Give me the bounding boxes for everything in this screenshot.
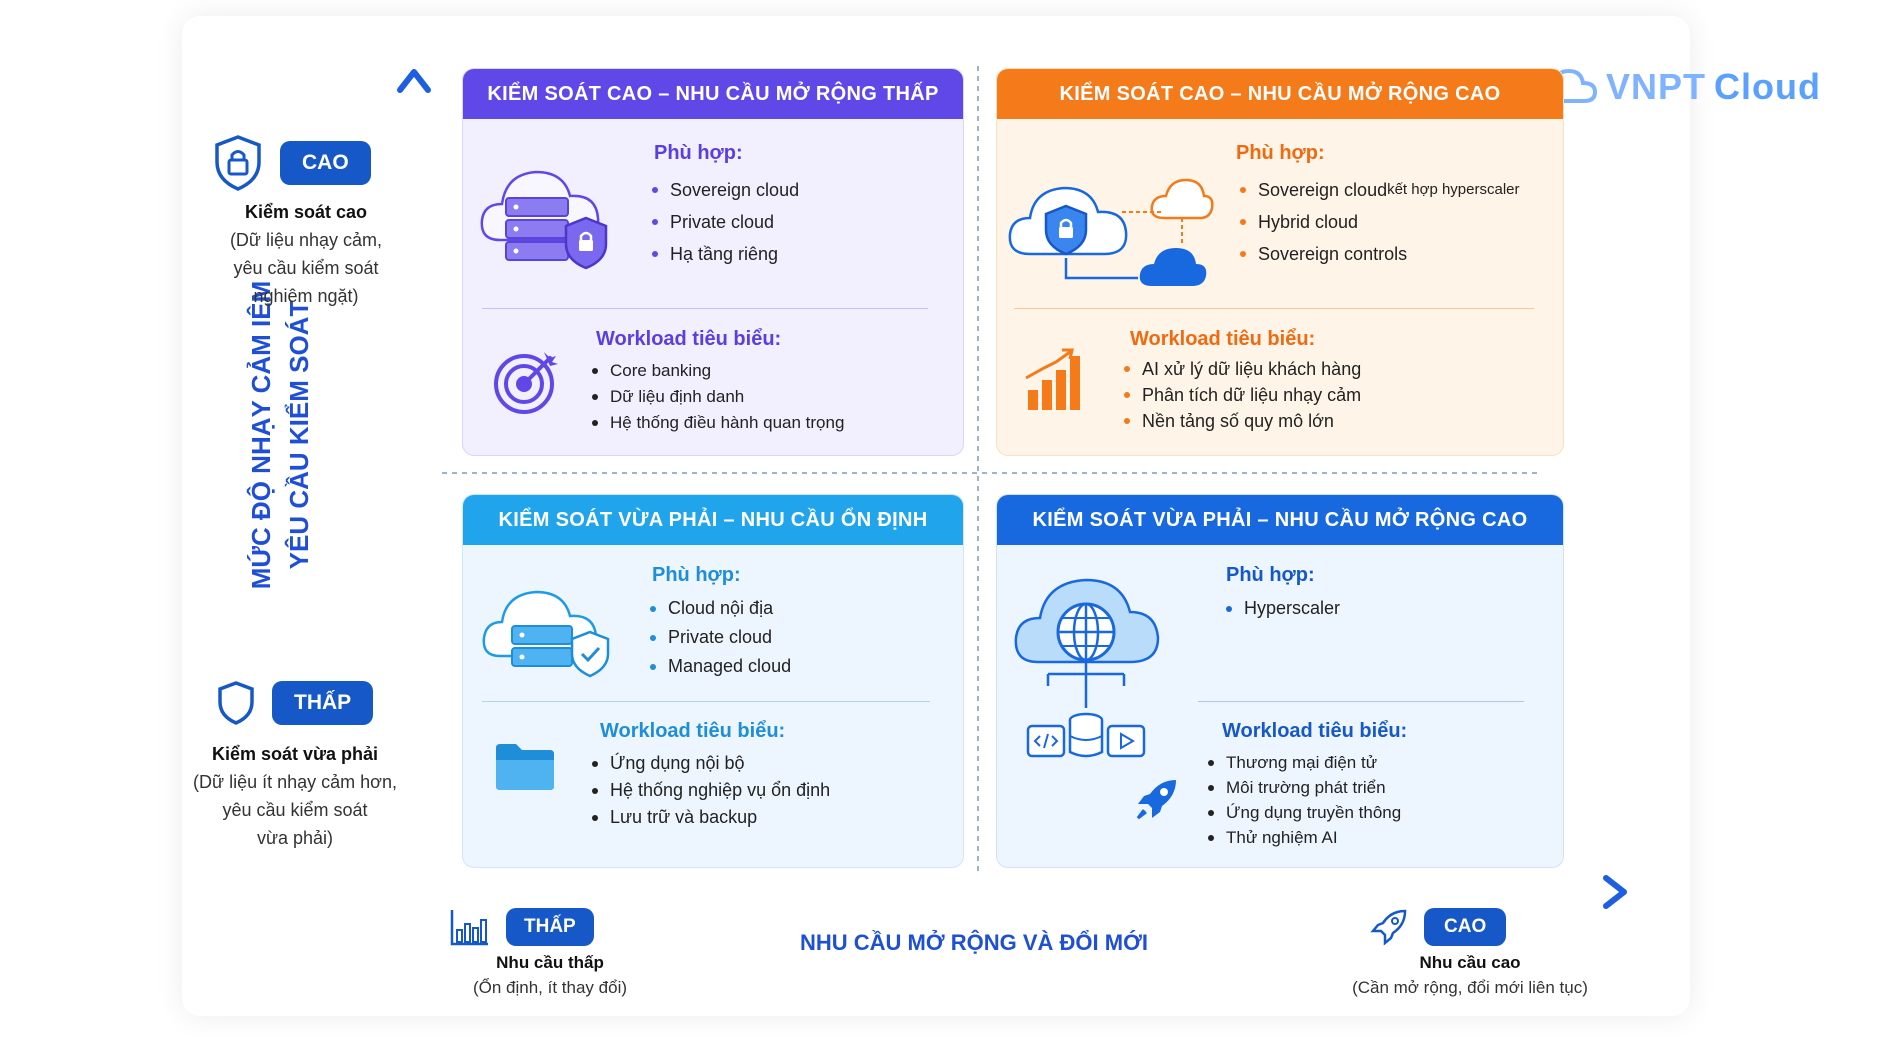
q4-divider bbox=[1198, 701, 1524, 702]
y-high-level: CAO bbox=[212, 134, 371, 192]
x-high-level: CAO bbox=[1370, 908, 1507, 946]
q2-fit-item: Hybrid cloud bbox=[1240, 206, 1520, 238]
bar-chart-growth-icon bbox=[1025, 348, 1080, 410]
y-low-pill: THẤP bbox=[272, 681, 374, 725]
q1-fit-item: Private cloud bbox=[652, 206, 799, 238]
x-axis-title: NHU CẦU MỞ RỘNG VÀ ĐỔI MỚI bbox=[800, 930, 1148, 955]
q3-fit-item: Private cloud bbox=[650, 623, 791, 652]
q1-workload-item: Hệ thống điều hành quan trọng bbox=[592, 410, 844, 436]
x-axis-arrow bbox=[1603, 875, 1627, 909]
quadrant-moderate-control-stable: KIỂM SOÁT VỪA PHẢI – NHU CẦU ỔN ĐỊNH bbox=[462, 494, 964, 868]
q4-workload-item: Thương mại điện tử bbox=[1208, 750, 1401, 775]
rocket-outline-icon bbox=[1370, 909, 1407, 946]
q2-header: KIỂM SOÁT CAO – NHU CẦU MỞ RỘNG CAO bbox=[997, 69, 1563, 119]
folder-icon bbox=[496, 744, 554, 790]
q4-fit-title: Phù hợp: bbox=[1226, 564, 1315, 586]
cloud-server-shield-icon bbox=[482, 590, 610, 678]
bar-chart-icon bbox=[450, 910, 488, 946]
q3-header: KIỂM SOÁT VỪA PHẢI – NHU CẦU ỔN ĐỊNH bbox=[463, 495, 963, 545]
q1-divider bbox=[482, 308, 928, 309]
y-high-text: Kiểm soát cao (Dữ liệu nhạy cảm, yêu cầu… bbox=[206, 198, 406, 310]
q3-workload-item: Lưu trữ và backup bbox=[592, 804, 830, 831]
x-high-desc: (Cần mở rộng, đổi mới liên tục) bbox=[1352, 978, 1588, 997]
y-axis-title-line2: YÊU CẦU KIỂM SOÁT bbox=[284, 300, 314, 570]
q2-workload-list: AI xử lý dữ liệu khách hàng Phân tích dữ… bbox=[1124, 356, 1361, 434]
y-low-desc1: (Dữ liệu ít nhạy cảm hơn, bbox=[193, 772, 397, 792]
y-high-desc1: (Dữ liệu nhạy cảm, bbox=[229, 230, 383, 250]
q3-divider bbox=[482, 701, 930, 702]
q3-fit-item: Managed cloud bbox=[650, 652, 791, 681]
q1-workload-item: Dữ liệu định danh bbox=[592, 384, 844, 410]
q3-workload-item: Ứng dụng nội bộ bbox=[592, 750, 830, 777]
q3-fit-title: Phù hợp: bbox=[652, 564, 741, 586]
q2-fit-item: Sovereign cloud kết hợp hyperscaler bbox=[1240, 174, 1520, 206]
q4-fit-item: Hyperscaler bbox=[1226, 594, 1340, 623]
q1-workload-title: Workload tiêu biểu: bbox=[596, 328, 782, 350]
q3-workload-item: Hệ thống nghiệp vụ ổn định bbox=[592, 777, 830, 804]
server-cloud-lock-icon bbox=[480, 170, 608, 270]
rocket-icon bbox=[1136, 780, 1176, 820]
x-high-title: Nhu cầu cao bbox=[1419, 953, 1521, 972]
q1-fit-item: Hạ tầng riêng bbox=[652, 238, 799, 270]
x-low-title: Nhu cầu thấp bbox=[496, 953, 604, 972]
cloud-network-icon bbox=[1014, 578, 1160, 758]
y-low-desc2: yêu cầu kiểm soát bbox=[222, 800, 368, 820]
x-low-level: THẤP bbox=[450, 908, 594, 946]
q1-workload-list: Core banking Dữ liệu định danh Hệ thống … bbox=[592, 358, 844, 436]
q4-workload-list: Thương mại điện tử Môi trường phát triển… bbox=[1208, 750, 1401, 850]
x-low-text: Nhu cầu thấp (Ổn định, ít thay đổi) bbox=[440, 950, 660, 1000]
brand-name-a: VNPT bbox=[1606, 66, 1707, 107]
q2-workload-item: Phân tích dữ liệu nhạy cảm bbox=[1124, 382, 1361, 408]
y-high-title: Kiểm soát cao bbox=[244, 202, 368, 222]
quadrant-high-control-high-growth: KIỂM SOÁT CAO – NHU CẦU MỞ RỘNG CAO bbox=[996, 68, 1564, 456]
q2-workload-title: Workload tiêu biểu: bbox=[1130, 328, 1316, 350]
q3-fit-list: Cloud nội địa Private cloud Managed clou… bbox=[650, 594, 791, 681]
quadrant-moderate-control-high-growth: KIỂM SOÁT VỪA PHẢI – NHU CẦU MỞ RỘNG CAO bbox=[996, 494, 1564, 868]
x-low-pill: THẤP bbox=[506, 908, 594, 946]
y-axis-arrow bbox=[397, 69, 431, 93]
y-high-pill: CAO bbox=[280, 141, 371, 185]
y-low-desc3: vừa phải) bbox=[256, 828, 334, 848]
x-low-desc: (Ổn định, ít thay đổi) bbox=[472, 978, 628, 997]
shield-lock-icon bbox=[215, 135, 261, 191]
q2-fit-item: Sovereign controls bbox=[1240, 238, 1520, 270]
q1-fit-item: Sovereign cloud bbox=[652, 174, 799, 206]
q1-workload-item: Core banking bbox=[592, 358, 844, 384]
q4-fit-list: Hyperscaler bbox=[1226, 594, 1340, 623]
x-high-text: Nhu cầu cao (Cần mở rộng, đổi mới liên t… bbox=[1340, 950, 1600, 1000]
q1-fit-title: Phù hợp: bbox=[654, 142, 743, 164]
q1-header: KIỂM SOÁT CAO – NHU CẦU MỞ RỘNG THẤP bbox=[463, 69, 963, 119]
q1-fit-list: Sovereign cloud Private cloud Hạ tầng ri… bbox=[652, 174, 799, 270]
y-low-level: THẤP bbox=[216, 680, 374, 726]
x-high-pill: CAO bbox=[1424, 908, 1507, 946]
y-high-desc3: nghiêm ngặt) bbox=[253, 286, 359, 306]
q2-workload-item: Nền tảng số quy mô lớn bbox=[1124, 408, 1361, 434]
target-icon bbox=[494, 352, 558, 414]
brand-name-b: Cloud bbox=[1714, 66, 1821, 107]
q2-divider bbox=[1014, 308, 1534, 309]
q3-fit-item: Cloud nội địa bbox=[650, 594, 791, 623]
y-high-desc2: yêu cầu kiểm soát bbox=[233, 258, 379, 278]
shield-icon bbox=[218, 681, 254, 725]
q4-workload-item: Môi trường phát triển bbox=[1208, 775, 1401, 800]
hybrid-cloud-icon bbox=[1008, 178, 1214, 286]
q4-header: KIỂM SOÁT VỪA PHẢI – NHU CẦU MỞ RỘNG CAO bbox=[997, 495, 1563, 545]
q4-workload-item: Thử nghiệm AI bbox=[1208, 825, 1401, 850]
q2-fit-title: Phù hợp: bbox=[1236, 142, 1325, 164]
q2-workload-item: AI xử lý dữ liệu khách hàng bbox=[1124, 356, 1361, 382]
y-low-title: Kiểm soát vừa phải bbox=[211, 744, 379, 764]
q4-workload-title: Workload tiêu biểu: bbox=[1222, 720, 1408, 742]
q4-workload-item: Ứng dụng truyền thông bbox=[1208, 800, 1401, 825]
q3-workload-title: Workload tiêu biểu: bbox=[600, 720, 786, 742]
q3-workload-list: Ứng dụng nội bộ Hệ thống nghiệp vụ ổn đị… bbox=[592, 750, 830, 831]
q2-fit-list: Sovereign cloud kết hợp hyperscaler Hybr… bbox=[1240, 174, 1520, 270]
quadrant-high-control-low-growth: KIỂM SOÁT CAO – NHU CẦU MỞ RỘNG THẤP bbox=[462, 68, 964, 456]
y-axis-title-line1: MỨC ĐỘ NHẠY CẢM IÊM bbox=[246, 280, 276, 590]
y-low-text: Kiểm soát vừa phải (Dữ liệu ít nhạy cảm … bbox=[190, 740, 400, 852]
